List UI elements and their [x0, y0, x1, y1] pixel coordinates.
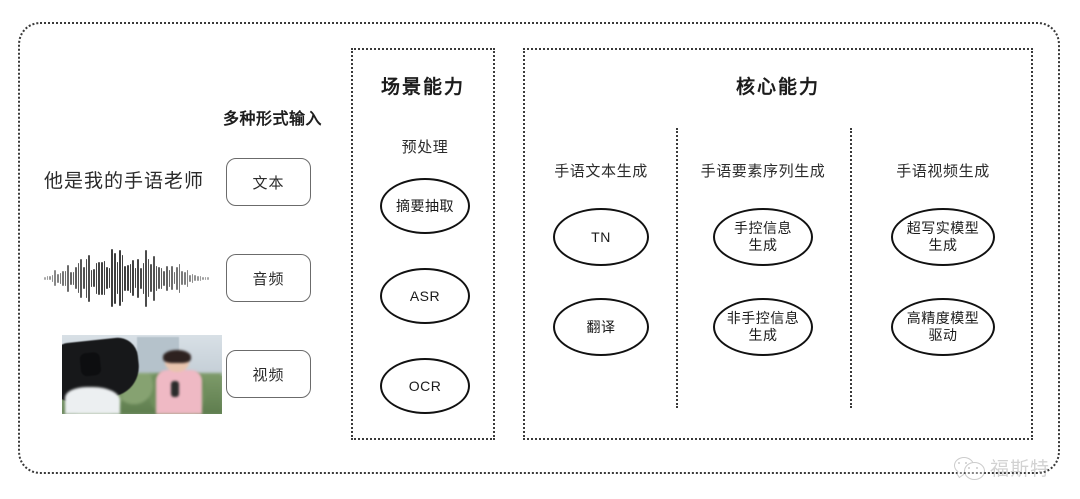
input-section: 多种形式输入 他是我的手语老师 文本 音频	[30, 90, 330, 420]
modality-chip-text[interactable]: 文本	[226, 158, 311, 206]
core-panel-title: 核心能力	[735, 77, 820, 98]
text-sample-preview: 他是我的手语老师	[44, 171, 205, 192]
core-column-label: 手语文本生成	[554, 163, 648, 180]
diagram-outer-frame	[18, 22, 1060, 474]
scene-node[interactable]: 摘要抽取	[380, 178, 470, 234]
core-node[interactable]: 超写实模型 生成	[891, 208, 995, 266]
core-node[interactable]: 非手控信息 生成	[713, 298, 813, 356]
modality-chip-audio[interactable]: 音频	[226, 254, 311, 302]
core-panel-divider-1	[676, 128, 678, 408]
audio-waveform-preview	[44, 238, 209, 318]
watermark-label: 福斯特	[989, 459, 1050, 480]
core-capability-panel: 核心能力 手语文本生成 TN 翻译 手语要素序列生成手控信息 生成非手控信息 生成 手语…	[523, 48, 1033, 440]
scene-capability-panel: 场景能力 预处理 摘要抽取 ASR OCR	[351, 48, 495, 440]
core-node[interactable]: TN	[553, 208, 649, 266]
input-section-title: 多种形式输入	[222, 111, 322, 128]
core-node[interactable]: 翻译	[553, 298, 649, 356]
scene-node[interactable]: ASR	[380, 268, 470, 324]
modality-chip-video[interactable]: 视频	[226, 350, 311, 398]
watermark: 福斯特	[953, 454, 1050, 481]
wechat-icon	[953, 456, 985, 480]
core-column-label: 手语要素序列生成	[700, 163, 826, 180]
scene-panel-subtitle: 预处理	[401, 139, 449, 156]
core-node[interactable]: 高精度模型 驱动	[891, 298, 995, 356]
modality-row-text: 他是我的手语老师 文本	[30, 142, 330, 222]
scene-panel-title: 场景能力	[380, 77, 465, 98]
core-node[interactable]: 手控信息 生成	[713, 208, 813, 266]
video-thumbnail-preview	[44, 334, 222, 414]
scene-node[interactable]: OCR	[380, 358, 470, 414]
core-panel-divider-2	[850, 128, 852, 408]
modality-row-video: 视频	[30, 334, 330, 414]
core-column-label: 手语视频生成	[896, 163, 990, 180]
modality-row-audio: 音频	[30, 238, 330, 318]
